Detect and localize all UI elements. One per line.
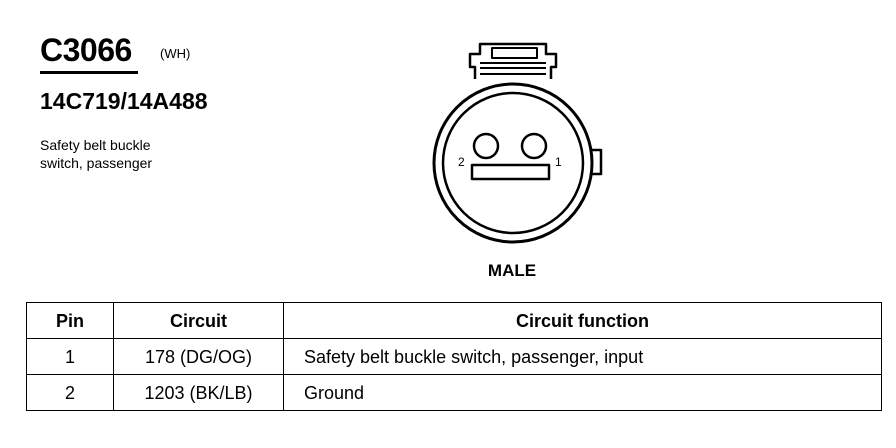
pin-1-label: 1 — [555, 155, 562, 169]
pin-1-cavity — [520, 132, 548, 160]
header-pin: Pin — [26, 302, 114, 339]
connector-body-outer — [432, 82, 594, 244]
connector-color: (WH) — [160, 46, 191, 61]
cell-pin: 1 — [26, 338, 114, 375]
connector-face-diagram: 2 1 — [432, 42, 603, 244]
pin-circuit-table: Pin Circuit Circuit function 1 178 (DG/O… — [26, 302, 882, 411]
table-header-row: Pin Circuit Circuit function — [26, 302, 882, 339]
connector-description: Safety belt buckle switch, passenger — [40, 136, 152, 172]
connector-id-underline — [40, 71, 138, 74]
cell-pin: 2 — [26, 374, 114, 411]
table-row: 1 178 (DG/OG) Safety belt buckle switch,… — [26, 338, 882, 375]
connector-id: C3066 — [40, 32, 132, 68]
locking-tab-inner — [491, 47, 538, 59]
part-number: 14C719/14A488 — [40, 88, 208, 114]
pin-2-cavity — [472, 132, 500, 160]
connector-body-inner — [441, 91, 585, 235]
view-label: MALE — [487, 261, 537, 280]
blade-slot — [470, 163, 551, 181]
cell-function: Safety belt buckle switch, passenger, in… — [283, 338, 882, 375]
cell-circuit: 1203 (BK/LB) — [113, 374, 284, 411]
header-circuit: Circuit — [113, 302, 284, 339]
description-line-2: switch, passenger — [40, 155, 153, 171]
table-row: 2 1203 (BK/LB) Ground — [26, 374, 882, 411]
pin-2-label: 2 — [458, 155, 465, 169]
description-line-1: Safety belt buckle — [40, 137, 151, 153]
header-function: Circuit function — [283, 302, 882, 339]
cell-circuit: 178 (DG/OG) — [113, 338, 284, 375]
cell-function: Ground — [283, 374, 882, 411]
locking-tab-outer — [468, 42, 558, 79]
